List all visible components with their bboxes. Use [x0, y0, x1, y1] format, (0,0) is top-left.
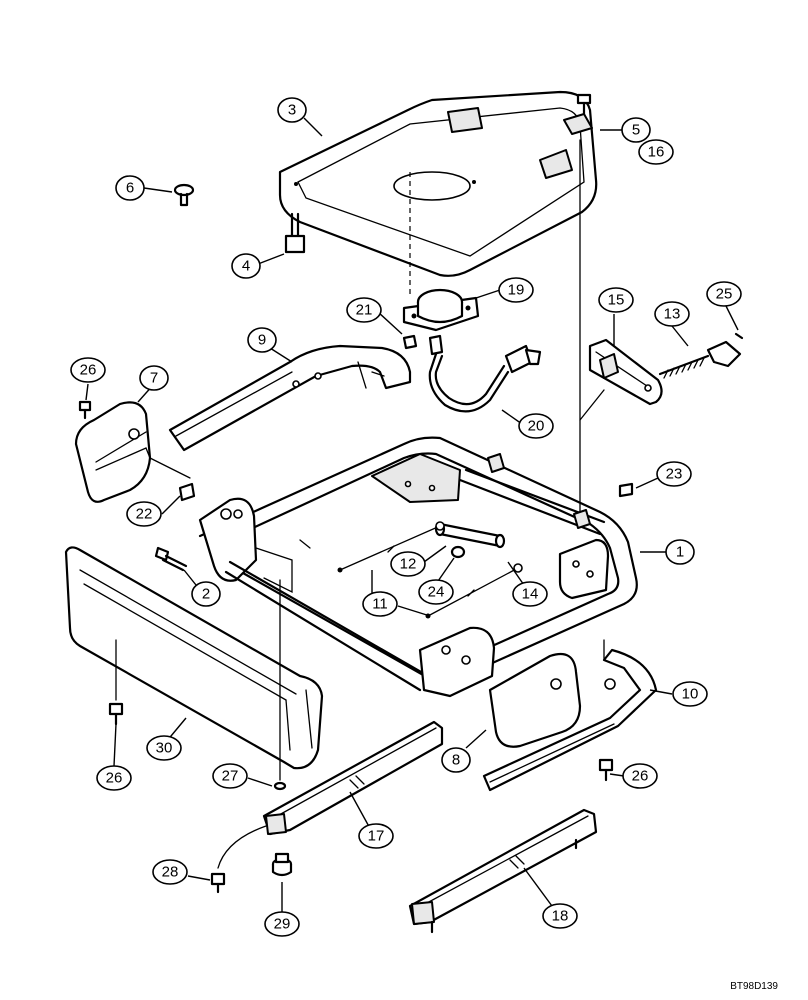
callout-label: 23	[666, 466, 683, 483]
bushing-24	[450, 545, 466, 559]
nut-22	[178, 482, 196, 502]
bracket-9	[168, 344, 412, 452]
callout-label: 2	[202, 586, 210, 603]
callout-28: 28	[152, 859, 188, 885]
callout-9: 9	[247, 327, 277, 353]
callout-label: 16	[648, 144, 665, 161]
seat-plate	[278, 90, 598, 277]
callout-26-right: 26	[622, 763, 658, 789]
callout-15: 15	[598, 287, 634, 313]
assembly-line-15	[579, 389, 605, 421]
slide-rail-17	[262, 720, 444, 836]
bar-14	[434, 521, 506, 549]
callout-4: 4	[231, 253, 261, 279]
nut-21	[402, 334, 418, 350]
slide-rail-18	[408, 808, 598, 934]
callout-5: 5	[621, 117, 651, 143]
side-cover-7	[74, 401, 191, 503]
callout-24: 24	[418, 579, 454, 605]
callout-2: 2	[191, 581, 221, 607]
callout-label: 7	[150, 370, 158, 387]
side-cover-8	[488, 652, 582, 748]
callout-label: 10	[682, 686, 699, 703]
nut-23	[618, 482, 634, 498]
callout-17: 17	[358, 823, 394, 849]
plug-6	[173, 183, 195, 207]
callout-label: 20	[528, 418, 545, 435]
bolt-26-top	[78, 400, 92, 420]
callout-label: 11	[372, 596, 388, 613]
callout-label: 26	[632, 768, 649, 785]
callout-18: 18	[542, 903, 578, 929]
callout-1: 1	[665, 539, 695, 565]
callout-25: 25	[706, 281, 742, 307]
rail-10	[482, 639, 658, 792]
callout-27: 27	[212, 763, 248, 789]
callout-label: 8	[452, 752, 460, 769]
callout-label: 28	[162, 864, 179, 881]
bolt-26-left	[108, 702, 124, 726]
callout-label: 3	[288, 102, 296, 119]
callout-8: 8	[441, 747, 471, 773]
callout-11: 11	[362, 591, 398, 617]
seat-switch-19	[402, 288, 480, 332]
callout-label: 9	[258, 332, 266, 349]
callout-label: 19	[508, 282, 525, 299]
callout-label: 17	[368, 828, 385, 845]
callout-label: 26	[80, 362, 97, 379]
bushing-29	[271, 852, 293, 877]
callout-label: 24	[428, 584, 445, 601]
callout-label: 12	[400, 556, 417, 573]
screw-25	[734, 332, 744, 340]
callout-7: 7	[139, 365, 169, 391]
callout-10: 10	[672, 681, 708, 707]
callout-16: 16	[638, 139, 674, 165]
stud-4	[284, 212, 306, 254]
callout-label: 22	[136, 506, 153, 523]
callout-label: 13	[664, 306, 681, 323]
callout-19: 19	[498, 277, 534, 303]
bracket-15	[588, 338, 663, 406]
callout-21: 21	[346, 297, 382, 323]
callout-label: 27	[222, 768, 239, 785]
bolt-28	[210, 825, 267, 894]
cables-11	[337, 521, 523, 619]
bolt-5	[563, 93, 593, 135]
callout-30: 30	[146, 735, 182, 761]
callout-label: 15	[608, 292, 625, 309]
callout-label: 5	[632, 122, 640, 139]
front-cover-30	[64, 546, 324, 770]
callout-26-left: 26	[96, 765, 132, 791]
callout-label: 30	[156, 740, 173, 757]
callout-14: 14	[512, 581, 548, 607]
callout-label: 1	[676, 544, 684, 561]
callout-26-top: 26	[70, 357, 106, 383]
bolt-2	[154, 546, 188, 572]
adjuster-13	[658, 340, 742, 379]
callout-label: 14	[522, 586, 539, 603]
callout-3: 3	[277, 97, 307, 123]
drawing-code: BT98D139	[730, 981, 778, 992]
callout-label: 25	[716, 286, 733, 303]
seat-frame-1	[198, 436, 638, 698]
callout-23: 23	[656, 461, 692, 487]
callout-20: 20	[518, 413, 554, 439]
callout-label: 29	[274, 916, 291, 933]
callout-label: 4	[242, 258, 250, 275]
callout-label: 18	[552, 908, 569, 925]
washer-27	[273, 781, 287, 791]
callout-label: 21	[356, 302, 373, 319]
callout-label: 6	[126, 180, 134, 197]
callout-6: 6	[115, 175, 145, 201]
bolt-26-right	[598, 758, 614, 782]
callout-13: 13	[654, 301, 690, 327]
callout-22: 22	[126, 501, 162, 527]
callout-29: 29	[264, 911, 300, 937]
callout-12: 12	[390, 551, 426, 577]
harness-20	[428, 334, 542, 413]
callout-label: 26	[106, 770, 123, 787]
